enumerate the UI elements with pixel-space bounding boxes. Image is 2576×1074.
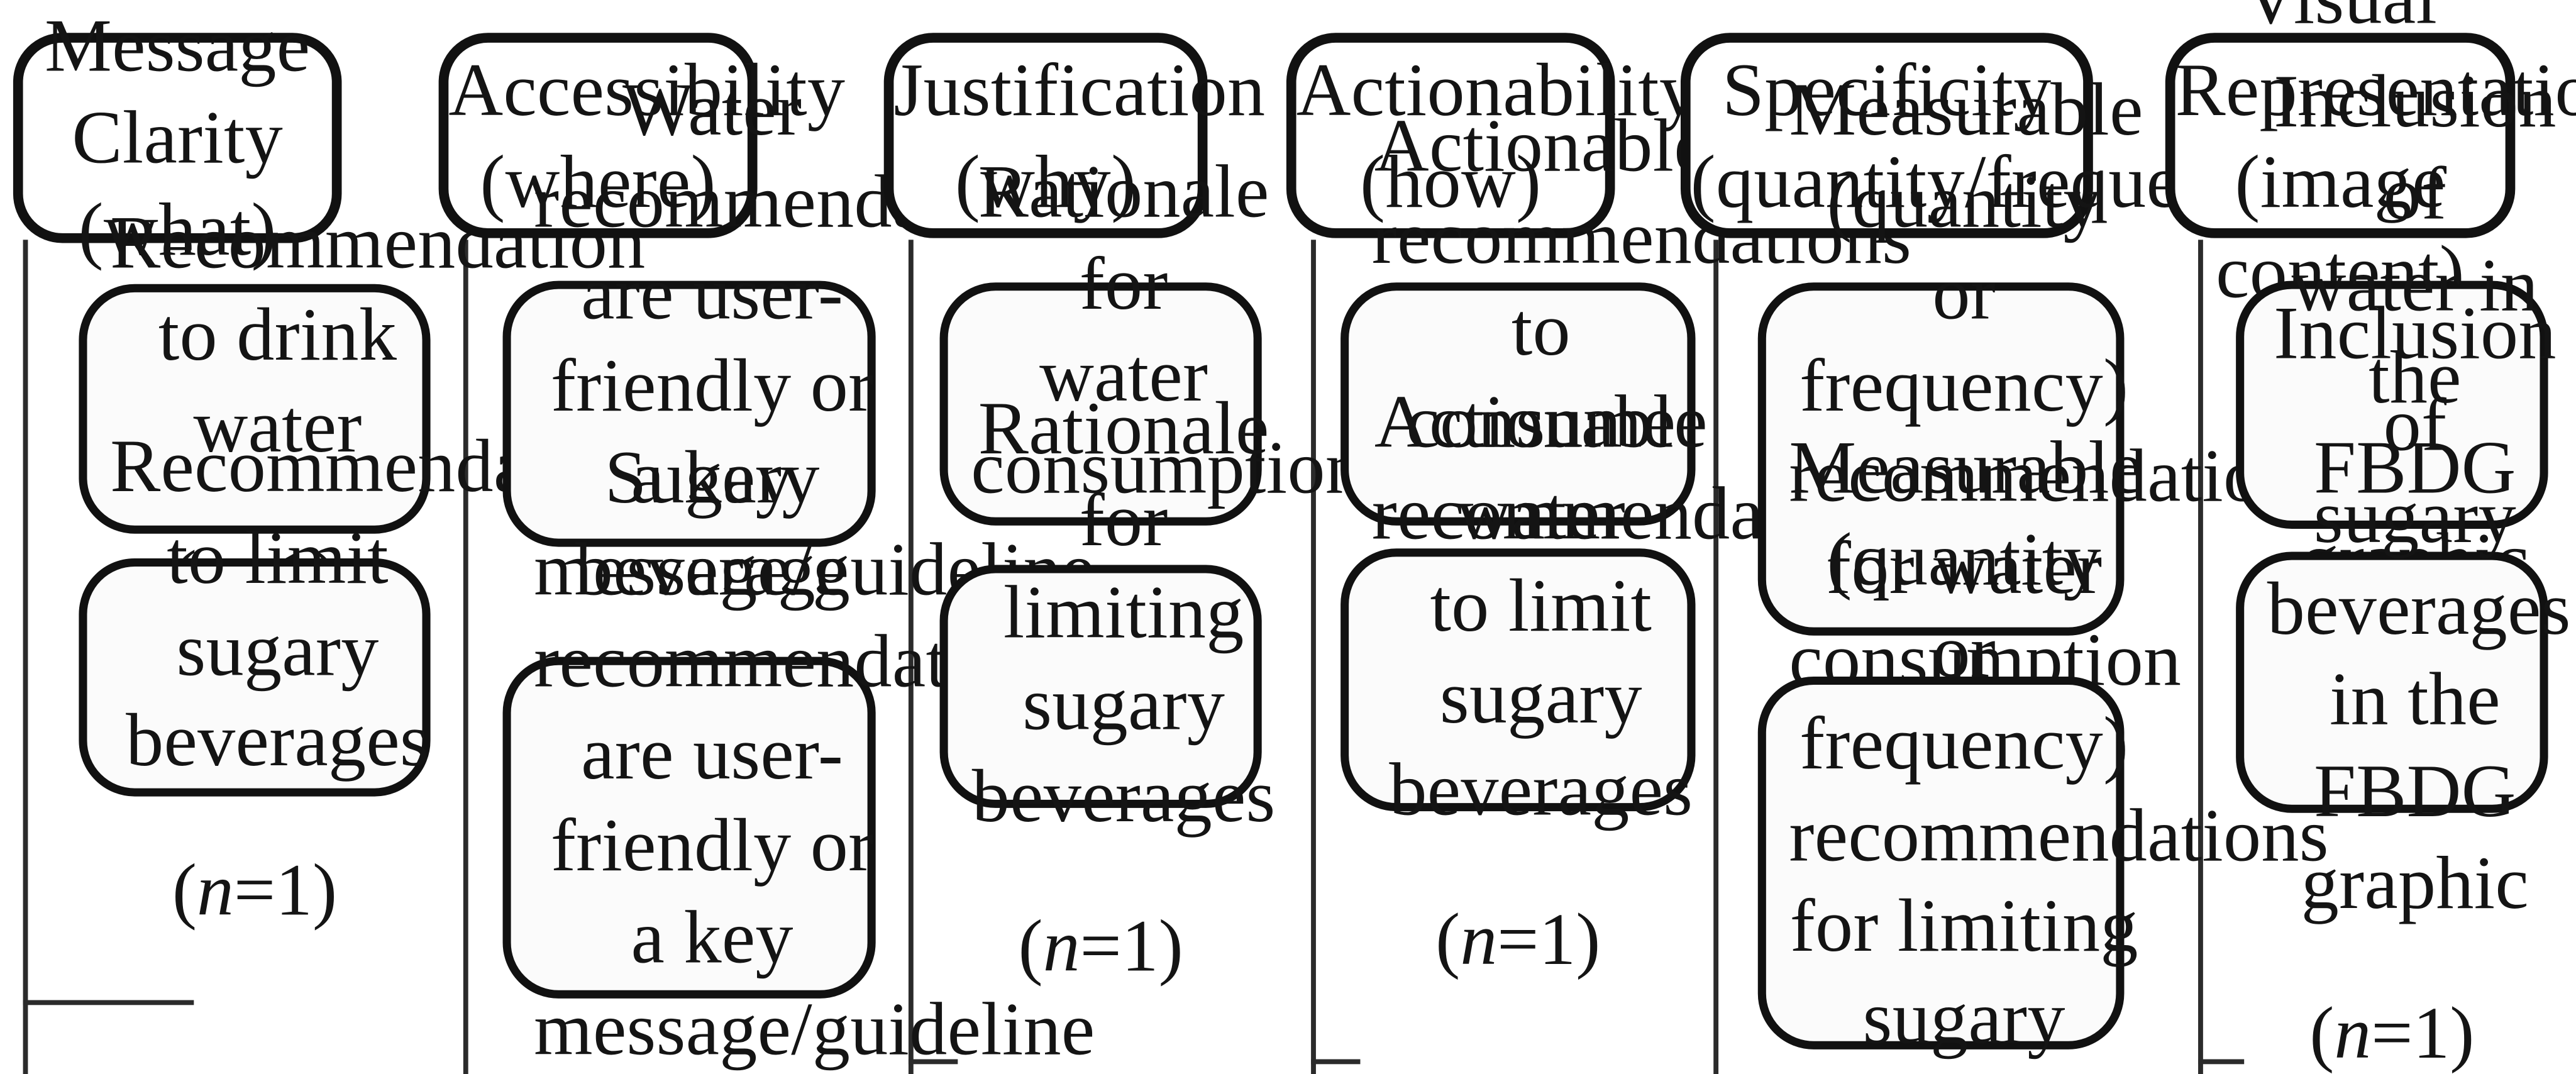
child-label-col4-2: Actionable recommendations to limit suga… — [1371, 380, 1912, 831]
child-box-col5-1[interactable]: Measurable (quantity or frequency) recom… — [1757, 67, 2329, 851]
header-box-actionability[interactable]: Actionability (how) — [1286, 33, 1697, 238]
connector-trunk-col6 — [2198, 240, 2203, 1074]
header-label-actionability: Actionability (how) — [1296, 47, 1698, 223]
child-label-col2-2: Sugary beverage recommendations are user… — [534, 436, 1095, 1070]
child-label-col5-1: Measurable (quantity or frequency) recom… — [1789, 67, 2329, 702]
connector-branch-col4-child1 — [1311, 1059, 1361, 1065]
child-count-col3-2: (n=1) — [1018, 904, 1183, 987]
connector-trunk-col3 — [908, 240, 914, 1074]
header-label-message-clarity: Message Clarity (what) — [44, 3, 311, 271]
header-label-justification: Justification (why) — [893, 47, 1266, 223]
child-box-col2-2[interactable]: Sugary beverage recommendations are user… — [502, 436, 1095, 1070]
child-box-col6-2[interactable]: Inclusion of sugary beverages in the FBD… — [2236, 291, 2570, 1074]
header-box-accessibility[interactable]: Accessibility (where) — [438, 33, 845, 238]
connector-branch-col1-child1 — [23, 1000, 194, 1005]
connector-trunk-col5 — [1713, 240, 1719, 1074]
child-box-col2-1[interactable]: Water recommendations are user-friendly … — [502, 68, 1095, 760]
child-count-col6-2: (n=1) — [2309, 992, 2475, 1074]
child-label-col3-1: Rationale for water consumption — [971, 150, 1364, 509]
header-box-message-clarity[interactable]: Message Clarity (what) — [13, 4, 342, 271]
child-label-col6-2: Inclusion of sugary beverages in the FBD… — [2267, 291, 2571, 925]
child-box-col3-2[interactable]: Rationale for limiting sugary beverages … — [939, 387, 1275, 987]
child-box-col1-2[interactable]: Recommendation to limit sugary beverages… — [79, 423, 645, 931]
connector-trunk-col1 — [23, 240, 28, 1074]
child-label-col1-2: Recommendation to limit sugary beverages — [110, 423, 646, 783]
child-label-col5-2: Measurable (quantity or frequency) recom… — [1789, 425, 2329, 1074]
connector-branch-col3-child1 — [908, 1059, 958, 1065]
header-label-accessibility: Accessibility (where) — [448, 47, 846, 223]
connector-trunk-col4 — [1311, 240, 1316, 1074]
child-count-col4-2: (n=1) — [1435, 897, 1601, 980]
child-label-col4-1: Actionable recommendations to consume wa… — [1371, 104, 1912, 555]
child-count-col1-2: (n=1) — [172, 849, 338, 932]
child-box-col3-1[interactable]: Rationale for water consumption (n=1) — [939, 150, 1363, 658]
connector-trunk-col2 — [463, 240, 468, 1074]
child-label-col2-1: Water recommendations are user-friendly … — [534, 68, 1095, 611]
child-label-col3-2: Rationale for limiting sugary beverages — [971, 386, 1276, 838]
connector-branch-col6-child1 — [2198, 1059, 2245, 1065]
child-box-col5-2[interactable]: Measurable (quantity or frequency) recom… — [1757, 425, 2329, 1074]
header-box-justification[interactable]: Justification (why) — [883, 33, 1265, 238]
child-box-col4-2[interactable]: Actionable recommendations to limit suga… — [1341, 380, 1911, 980]
